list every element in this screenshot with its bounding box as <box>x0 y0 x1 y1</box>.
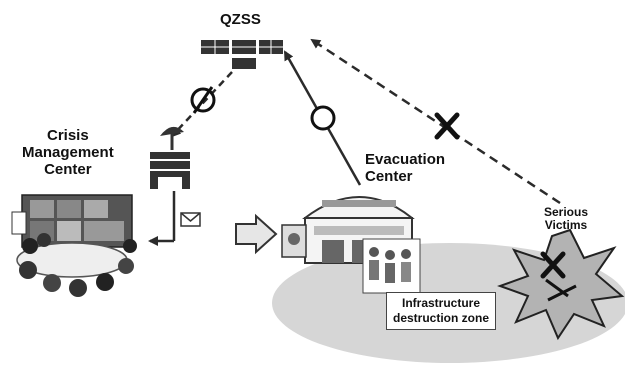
hand-arrow-icon <box>235 213 278 255</box>
victim-cross-icon <box>540 251 566 279</box>
evacuation-center-label-line1: Evacuation <box>365 151 446 168</box>
evacuation-center-label: Evacuation Center <box>365 151 446 186</box>
link-crisis-to-satellite <box>170 71 233 138</box>
building-icon <box>150 152 190 189</box>
crisis-center-label-line3: Center <box>44 160 92 178</box>
crisis-center-label-line1: Crisis <box>46 127 89 144</box>
circle-status-icon <box>310 105 336 131</box>
antenna-icon <box>160 126 184 150</box>
destruction-zone-label: Infrastructure destruction zone <box>386 292 497 330</box>
crisis-center-label-line2: Management <box>22 143 114 161</box>
cross-status-icon <box>434 112 460 140</box>
satellite-icon <box>201 40 283 69</box>
notice-board-illustration <box>281 224 307 258</box>
serious-victims-label-line1: Serious <box>544 205 589 219</box>
evacuees-illustration <box>362 238 421 294</box>
evacuation-center-label-line2: Center <box>365 167 413 185</box>
serious-victims-label-line2: Victims <box>544 218 588 233</box>
crisis-room-illustration <box>11 194 137 297</box>
link-evacuation-to-satellite <box>283 50 362 186</box>
crisis-center-label: Crisis Management Center <box>22 127 114 178</box>
explosion-icon <box>497 228 625 341</box>
link-victims-to-satellite <box>310 38 561 205</box>
serious-victims-label: Serious Victims <box>544 205 589 233</box>
link-receiver-to-room <box>148 191 176 246</box>
circle-status-icon <box>190 86 216 114</box>
mail-icon <box>180 212 201 227</box>
destruction-zone-label-line2: destruction zone <box>393 311 490 325</box>
satellite-label: QZSS <box>220 11 261 28</box>
destruction-zone-label-line1: Infrastructure <box>401 296 481 310</box>
